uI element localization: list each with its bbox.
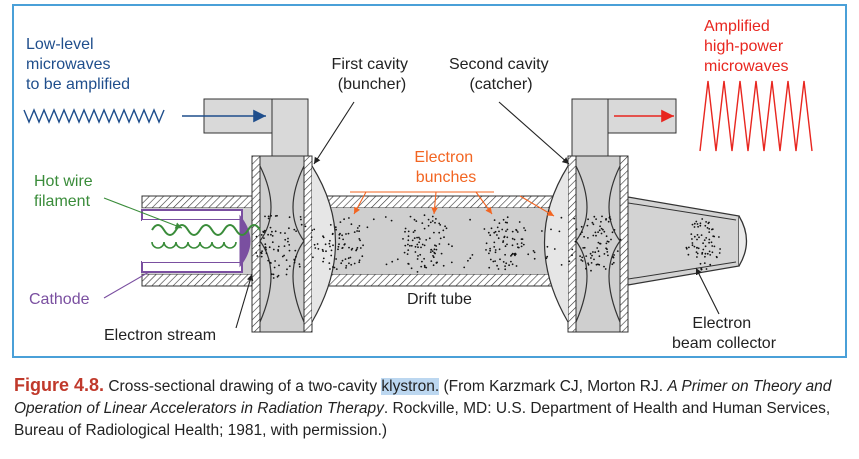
first-cavity-label: First cavity (buncher) (332, 56, 413, 93)
drift-tube-label: Drift tube (407, 291, 472, 308)
input-wave (23, 108, 266, 124)
pointer-lines (103, 101, 720, 329)
klystron-diagram: Low-level microwaves to be amplified Fir… (23, 18, 813, 352)
caption-publication: . Rockville, MD: U.S. Department of Heal… (14, 400, 831, 439)
input-label: Low-level microwaves to be amplified (26, 36, 130, 93)
figure-caption: Figure 4.8. Cross-sectional drawing of a… (14, 374, 844, 442)
electron-bunches-label: Electron bunches (414, 149, 477, 186)
cathode-label: Cathode (29, 291, 90, 308)
electron-dots (255, 214, 721, 279)
caption-highlighted-term: klystron. (381, 378, 440, 395)
beam-collector-label: Electron beam collector (672, 315, 777, 352)
second-cavity-label: Second cavity (catcher) (449, 56, 553, 93)
caption-book-title: A Primer on Theory and Operation of Line… (14, 378, 832, 417)
beam-collector-shape (621, 195, 748, 287)
caption-text-after: (From Karzmark CJ, Morton RJ. (439, 378, 668, 395)
output-wave (614, 80, 813, 152)
figure-number: Figure 4.8. (14, 375, 105, 395)
output-label: Amplified high-power microwaves (704, 18, 788, 75)
caption-text-before: Cross-sectional drawing of a two-cavity (104, 378, 382, 395)
electron-stream-label: Electron stream (104, 327, 216, 344)
hot-wire-label: Hot wire filament (34, 173, 97, 210)
cathode-assembly (141, 209, 261, 273)
second-cavity-shape (543, 98, 677, 333)
first-cavity-shape (203, 98, 337, 333)
figure-panel: Low-level microwaves to be amplified Fir… (12, 4, 847, 358)
